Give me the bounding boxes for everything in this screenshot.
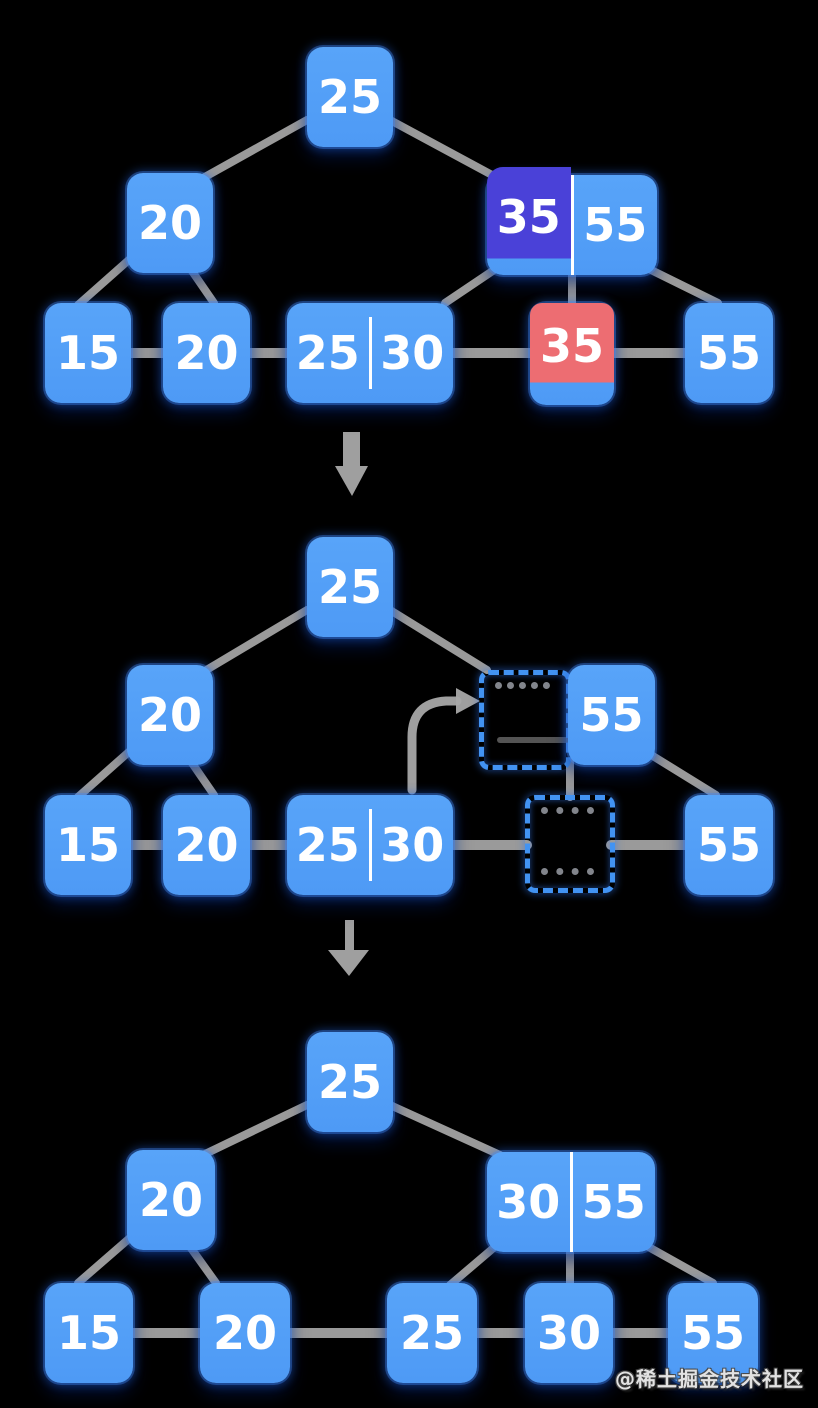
key-cell: 30 <box>372 303 454 403</box>
tree2-internal-right-node: 55 <box>568 665 655 765</box>
down-arrow-icon <box>335 432 368 496</box>
edge-line <box>641 1241 717 1287</box>
key-cell: 55 <box>574 175 658 275</box>
tree3-leaf-20: 20 <box>200 1283 290 1383</box>
tree3-leaf-25: 25 <box>387 1283 477 1383</box>
tree1-edges <box>74 116 722 358</box>
tree2-leaf-15: 15 <box>45 795 131 895</box>
key-label: 35 <box>539 319 604 373</box>
promote-arrow-path <box>407 696 462 795</box>
edge-line <box>199 116 311 182</box>
arrow-head <box>456 688 480 714</box>
arrow-head <box>335 466 368 496</box>
promote-arrow-icon <box>407 688 480 795</box>
edge-line <box>386 116 509 186</box>
edge-line <box>74 746 135 801</box>
key-label: 25 <box>399 1306 464 1360</box>
key-label: 55 <box>696 818 761 872</box>
down-arrow-icon <box>328 920 369 976</box>
key-label: 20 <box>212 1306 277 1360</box>
key-label: 25 <box>295 326 360 380</box>
key-cell: 30 <box>487 1152 570 1252</box>
tree2-internal-left-node: 20 <box>127 665 213 765</box>
key-divider <box>570 175 574 275</box>
edge-line <box>74 254 135 309</box>
arrow-stem <box>345 920 354 953</box>
key-label: 55 <box>696 326 761 380</box>
key-label: 30 <box>380 818 445 872</box>
tree1-leaf-20: 20 <box>163 303 250 403</box>
key-label: 20 <box>174 326 239 380</box>
key-cell: 25 <box>287 795 369 895</box>
tree2-leaf-ghost-slot <box>525 795 615 893</box>
key-cell-highlighted: 35 <box>487 167 571 283</box>
key-label: 25 <box>317 560 382 614</box>
edge-line <box>644 749 720 799</box>
key-label: 25 <box>317 1055 382 1109</box>
key-label: 30 <box>536 1306 601 1360</box>
tree2-edges <box>74 606 720 850</box>
edge-line <box>386 1101 504 1159</box>
tree1-root-node: 25 <box>307 47 393 147</box>
edge-line <box>446 1241 501 1289</box>
tree3-internal-left-node: 20 <box>127 1150 215 1250</box>
tree2-leaf-25-30: 25 30 <box>287 795 453 895</box>
edge-line <box>74 1233 135 1287</box>
key-label: 55 <box>583 198 648 252</box>
arrow-stem <box>343 432 360 468</box>
edge-line <box>199 606 311 676</box>
key-label: 30 <box>380 326 445 380</box>
tree3-leaf-30: 30 <box>525 1283 613 1383</box>
key-label: 15 <box>56 1306 121 1360</box>
key-divider <box>368 317 372 389</box>
tree2-leaf-20: 20 <box>163 795 250 895</box>
arrow-head <box>328 950 369 976</box>
watermark: @稀土掘金技术社区 <box>615 1367 804 1391</box>
tree3-internal-right-node: 30 55 <box>487 1152 655 1252</box>
tree3-root-node: 25 <box>307 1032 393 1132</box>
tree3-edges <box>74 1101 717 1338</box>
edge-line <box>386 606 491 674</box>
tree2-leaf-55: 55 <box>685 795 773 895</box>
ghost-dashes <box>541 868 594 875</box>
ghost-dashes <box>541 807 594 814</box>
key-cell: 25 <box>287 303 369 403</box>
edge-line <box>643 264 722 307</box>
key-label: 55 <box>680 1306 745 1360</box>
tree1-leaf-25-30: 25 30 <box>287 303 453 403</box>
key-label: 30 <box>496 1175 561 1229</box>
key-label: 55 <box>579 688 644 742</box>
tree1-leaf-55: 55 <box>685 303 773 403</box>
tree3-leaf-15: 15 <box>45 1283 133 1383</box>
tree1-leaf-15: 15 <box>45 303 131 403</box>
key-label: 35 <box>496 190 561 244</box>
key-label: 15 <box>55 818 120 872</box>
key-label: 25 <box>317 70 382 124</box>
key-divider <box>368 809 372 881</box>
key-divider <box>569 1152 573 1252</box>
key-cell-highlighted: 35 <box>530 303 614 405</box>
tree2-internal-ghost-slot <box>479 670 571 770</box>
tree3-leaf-55: 55 <box>668 1283 758 1383</box>
key-label: 20 <box>174 818 239 872</box>
key-cell: 30 <box>372 795 454 895</box>
key-label: 20 <box>138 1173 203 1227</box>
key-label: 20 <box>137 196 202 250</box>
key-label: 25 <box>295 818 360 872</box>
tree2-root-node: 25 <box>307 537 393 637</box>
tree1-internal-right-node: 35 55 <box>487 167 658 283</box>
edge-line <box>199 1101 311 1159</box>
key-label: 20 <box>137 688 202 742</box>
key-cell: 55 <box>573 1152 656 1252</box>
key-label: 55 <box>581 1175 646 1229</box>
key-label: 15 <box>55 326 120 380</box>
tree1-leaf-35-delete-target: 35 <box>530 303 614 405</box>
tree1-internal-left-node: 20 <box>127 173 213 273</box>
ghost-dashes <box>495 682 550 689</box>
